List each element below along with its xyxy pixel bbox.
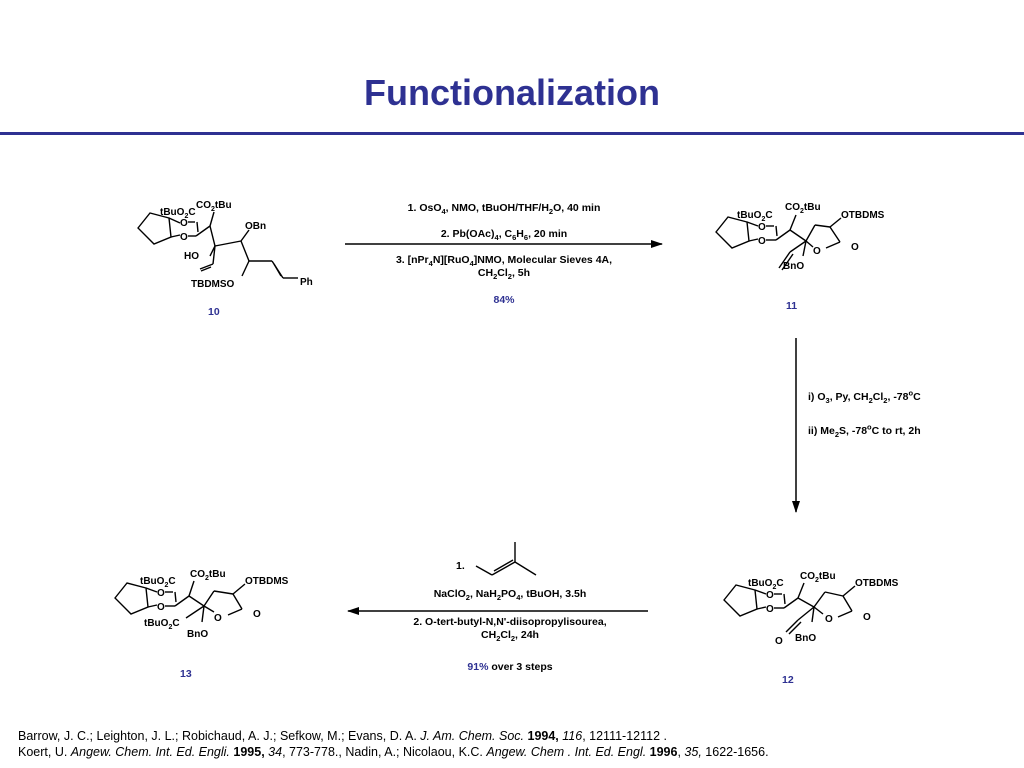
compound-number-11: 11 — [786, 300, 798, 312]
c13-tbuo2c-label: tBuO2C — [140, 576, 176, 589]
c10-ph-label: Ph — [300, 277, 313, 288]
c13-carbonyl-o: O — [253, 609, 261, 620]
c13-co2tbu-label: CO2tBu — [190, 569, 226, 582]
compound-13-structure: CO2tBu tBuO2C O O OTBDMS O O BnO tBuO2C — [114, 569, 289, 640]
c11-bno-label: BnO — [783, 261, 804, 272]
c13-tbuo2c-lower-label: tBuO2C — [144, 618, 180, 631]
c12-aldehyde-o: O — [775, 636, 783, 647]
ref2-authors-a: Koert, U. — [18, 745, 71, 759]
ref2-volume-b: 35, — [684, 745, 702, 759]
slide-title: Functionalization — [364, 72, 660, 113]
ref2-volume-a: 34 — [268, 745, 283, 759]
step1-condition-2: 2. Pb(OAc)4, C6H6, 20 min — [440, 228, 568, 243]
reference-2: Koert, U. Angew. Chem. Int. Ed. Engli. 1… — [18, 745, 769, 759]
step3-condition-2: NaClO2, NaH2PO4, tBuOH, 3.5h — [433, 588, 587, 603]
c10-tbuo2c-label: tBuO2C — [160, 207, 196, 220]
c10-o-upper: O — [180, 218, 188, 229]
title-divider — [0, 132, 1024, 135]
c13-o-upper: O — [157, 588, 165, 599]
step3-condition-3: 2. O-tert-butyl-N,N'-diisopropylisourea, — [413, 616, 607, 628]
step3-yield-suffix: over 3 steps — [488, 661, 553, 673]
c11-ring-o: O — [813, 246, 821, 257]
ref1-authors: Barrow, J. C.; Leighton, J. L.; Robichau… — [18, 729, 421, 743]
step1-condition-3: 3. [nPr4N][RuO4]NMO, Molecular Sieves 4A… — [395, 254, 613, 269]
step2-condition-2: ii) Me2S, -78oC to rt, 2h — [808, 422, 921, 440]
ref1-year: 1994, — [527, 729, 559, 743]
compound-10-structure: CO2tBu tBuO2C O O OBn HO TBDMSO Ph — [137, 200, 313, 290]
step3-condition-4: CH2Cl2, 24h — [481, 629, 539, 644]
step3-yield-line: 91% over 3 steps — [345, 661, 675, 674]
step3-yield: 91% — [467, 661, 489, 673]
c13-ring-o: O — [214, 613, 222, 624]
ref2-year-b: 1996 — [649, 745, 678, 759]
alkene-reagent-structure — [475, 542, 537, 576]
c13-otbdms-label: OTBDMS — [245, 576, 289, 587]
compound-11-structure: CO2tBu tBuO2C O O OTBDMS O O BnO — [715, 202, 885, 272]
step1-yield: 84% — [493, 294, 515, 306]
c12-tbuo2c-label: tBuO2C — [748, 578, 784, 591]
c11-o-upper: O — [758, 222, 766, 233]
c11-o-lower: O — [758, 236, 766, 247]
c11-carbonyl-o: O — [851, 242, 859, 253]
step3-condition-1-number: 1. — [456, 560, 465, 572]
reference-1: Barrow, J. C.; Leighton, J. L.; Robichau… — [18, 728, 769, 744]
c13-o-lower: O — [157, 602, 165, 613]
c12-otbdms-label: OTBDMS — [855, 578, 899, 589]
c13-bno-label: BnO — [187, 629, 208, 640]
c10-o-lower: O — [180, 232, 188, 243]
step2-condition-1: i) O3, Py, CH2Cl2, -78oC — [808, 388, 921, 406]
c12-carbonyl-o: O — [863, 612, 871, 623]
c11-tbuo2c-label: tBuO2C — [737, 210, 773, 223]
compound-number-12: 12 — [782, 674, 794, 686]
c12-o-lower: O — [766, 604, 774, 615]
c10-obn-label: OBn — [245, 221, 266, 232]
c12-o-upper: O — [766, 590, 774, 601]
c12-ring-o: O — [825, 614, 833, 625]
c10-tbdmso-label: TBDMSO — [191, 279, 235, 290]
ref1-volume: 116 — [562, 729, 583, 743]
compound-12-structure: CO2tBu tBuO2C O O OTBDMS O O BnO O — [723, 571, 899, 647]
c12-bno-label: BnO — [795, 633, 816, 644]
step1-condition-4: CH2Cl2, 5h — [477, 267, 531, 282]
ref2-pages-b: 1622-1656. — [701, 745, 769, 759]
compound-number-10: 10 — [208, 306, 220, 318]
c10-ho-label: HO — [184, 251, 199, 262]
ref2-journal-a: Angew. Chem. Int. Ed. Engli. — [70, 745, 230, 759]
ref2-pages-a: , 773-778., Nadin, A.; Nicolaou, K.C. — [282, 745, 487, 759]
c11-otbdms-label: OTBDMS — [841, 210, 885, 221]
c10-co2tbu-label: CO2tBu — [196, 200, 232, 213]
c11-co2tbu-label: CO2tBu — [785, 202, 821, 215]
step1-condition-1: 1. OsO4, NMO, tBuOH/THF/H2O, 40 min — [407, 202, 601, 217]
compound-number-13: 13 — [180, 668, 192, 680]
c12-co2tbu-label: CO2tBu — [800, 571, 836, 584]
ref1-journal: J. Am. Chem. Soc. — [420, 729, 525, 743]
ref2-year-a: 1995, — [233, 745, 265, 759]
ref2-journal-b: Angew. Chem . Int. Ed. Engl. — [486, 745, 647, 759]
ref1-pages: , 12111-12112 . — [582, 729, 667, 743]
references: Barrow, J. C.; Leighton, J. L.; Robichau… — [18, 728, 769, 760]
